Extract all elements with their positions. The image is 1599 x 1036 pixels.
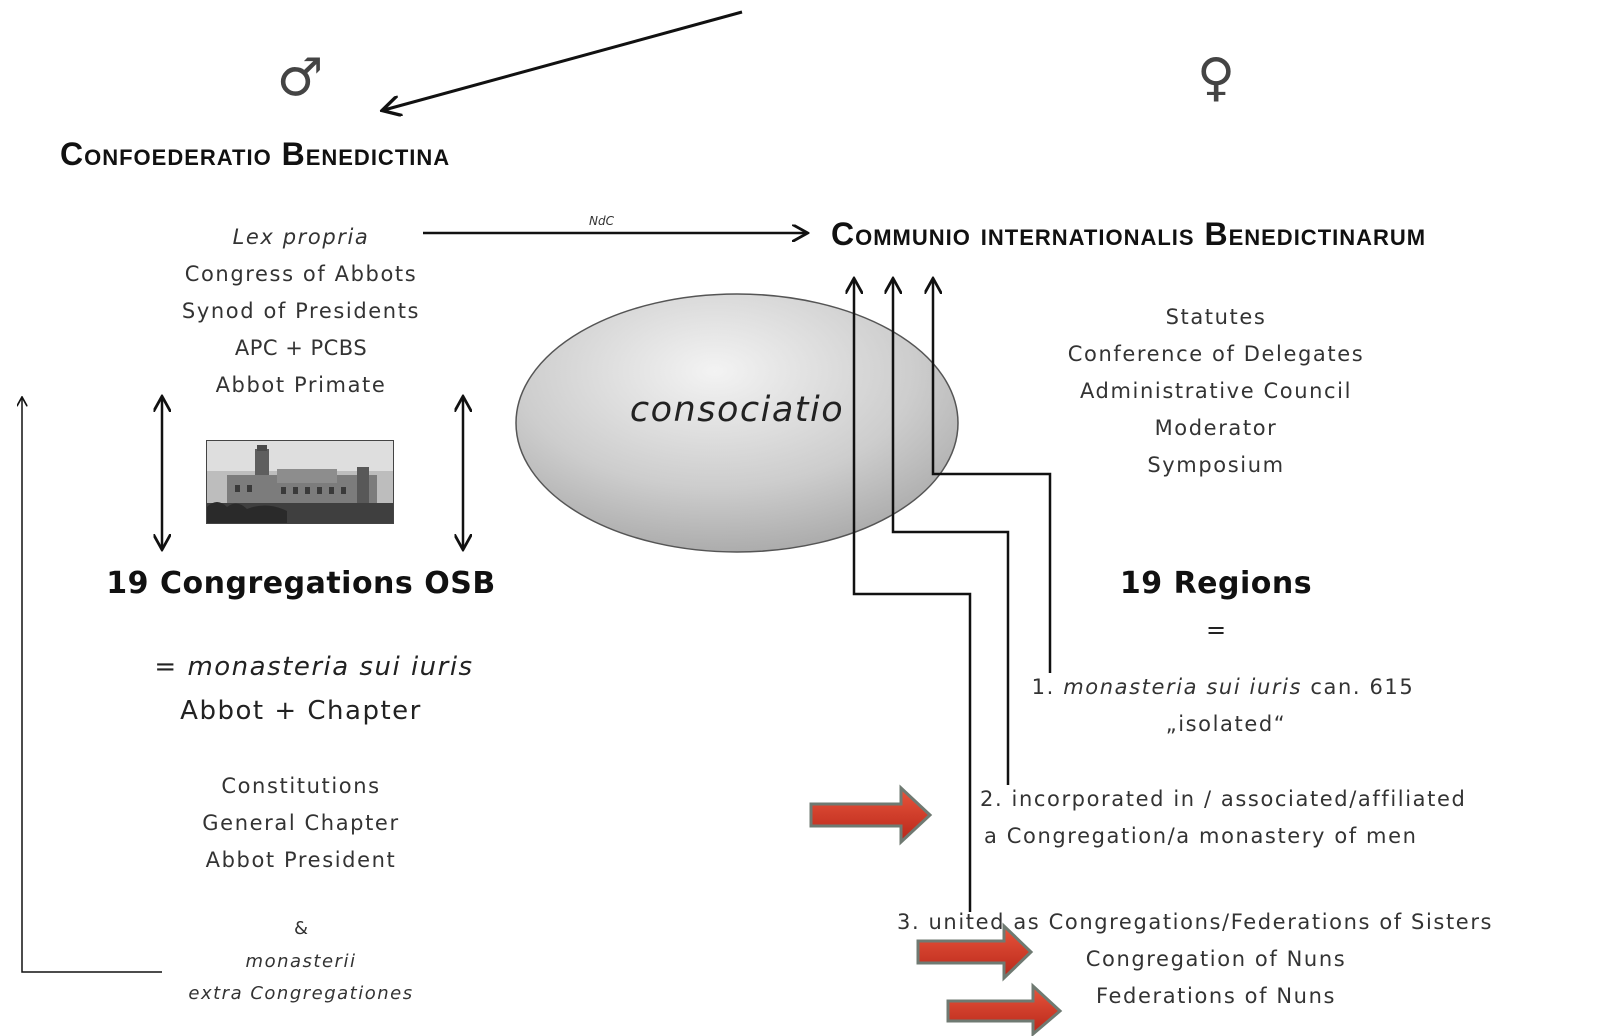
region-1-isolated: „isolated“ — [1165, 712, 1287, 736]
left-item-apc: APC + PCBS — [234, 336, 368, 360]
right-equals: = — [1205, 616, 1227, 644]
region-2-line-a: 2. incorporated in / associated/affiliat… — [980, 787, 1467, 811]
right-regions: 19 Regions — [1119, 566, 1313, 601]
consociatio-ellipse — [515, 293, 959, 553]
region-3-connector — [854, 280, 972, 912]
monastery-photo — [206, 440, 394, 524]
left-constitutions: Constitutions — [221, 774, 381, 798]
male-symbol-icon: ♂ — [276, 48, 324, 108]
right-title: Communio internationalis Benedictinarum — [831, 216, 1427, 252]
red-arrow-1 — [809, 784, 933, 846]
region-1-italic: monasteria sui iuris — [1063, 675, 1303, 699]
left-item-synod: Synod of Presidents — [181, 299, 421, 323]
region-2-connector — [893, 280, 1010, 785]
right-item-moderator: Moderator — [1154, 416, 1278, 440]
region-1-number: 1. — [1031, 675, 1055, 699]
left-monasterii: monasterii — [245, 951, 357, 972]
consociatio-label: consociatio — [629, 390, 845, 430]
left-item-abbot-primate: Abbot Primate — [215, 373, 387, 397]
ndc-label: NdC — [589, 214, 614, 228]
region-1-line: 1. monasteria sui iuris can. 615 — [1032, 675, 1415, 699]
left-title: Confoederatio Benedictina — [60, 136, 451, 172]
region-3-line-b: Congregation of Nuns — [1085, 947, 1347, 971]
region-3-line-c: Federations of Nuns — [1095, 984, 1337, 1008]
female-symbol-icon: ♀ — [1196, 48, 1236, 108]
left-extra-congregationes: extra Congregationes — [188, 983, 414, 1004]
left-ampersand: & — [293, 918, 309, 939]
red-arrow-3 — [946, 982, 1063, 1036]
region-1-can: can. 615 — [1310, 675, 1415, 699]
right-item-symposium: Symposium — [1147, 453, 1285, 477]
right-item-statutes: Statutes — [1165, 305, 1267, 329]
left-congregations: 19 Congregations OSB — [106, 566, 496, 601]
region-1-connector — [933, 280, 1052, 673]
left-abbot-chapter: Abbot + Chapter — [180, 696, 422, 726]
right-item-conference: Conference of Delegates — [1067, 342, 1365, 366]
left-item-lex-propria: Lex propria — [232, 225, 370, 249]
top-diagonal-arrow — [384, 10, 743, 110]
left-abbot-president: Abbot President — [205, 848, 397, 872]
left-eq-monasteria: = monasteria sui iuris — [154, 652, 474, 682]
right-item-admin-council: Administrative Council — [1079, 379, 1353, 403]
left-general-chapter: General Chapter — [202, 811, 400, 835]
red-arrow-2 — [916, 922, 1034, 982]
region-3-line-a: 3. united as Congregations/Federations o… — [897, 910, 1494, 934]
left-item-congress: Congress of Abbots — [184, 262, 418, 286]
region-2-line-b: a Congregation/a monastery of men — [984, 824, 1418, 848]
far-left-connector — [22, 398, 162, 973]
